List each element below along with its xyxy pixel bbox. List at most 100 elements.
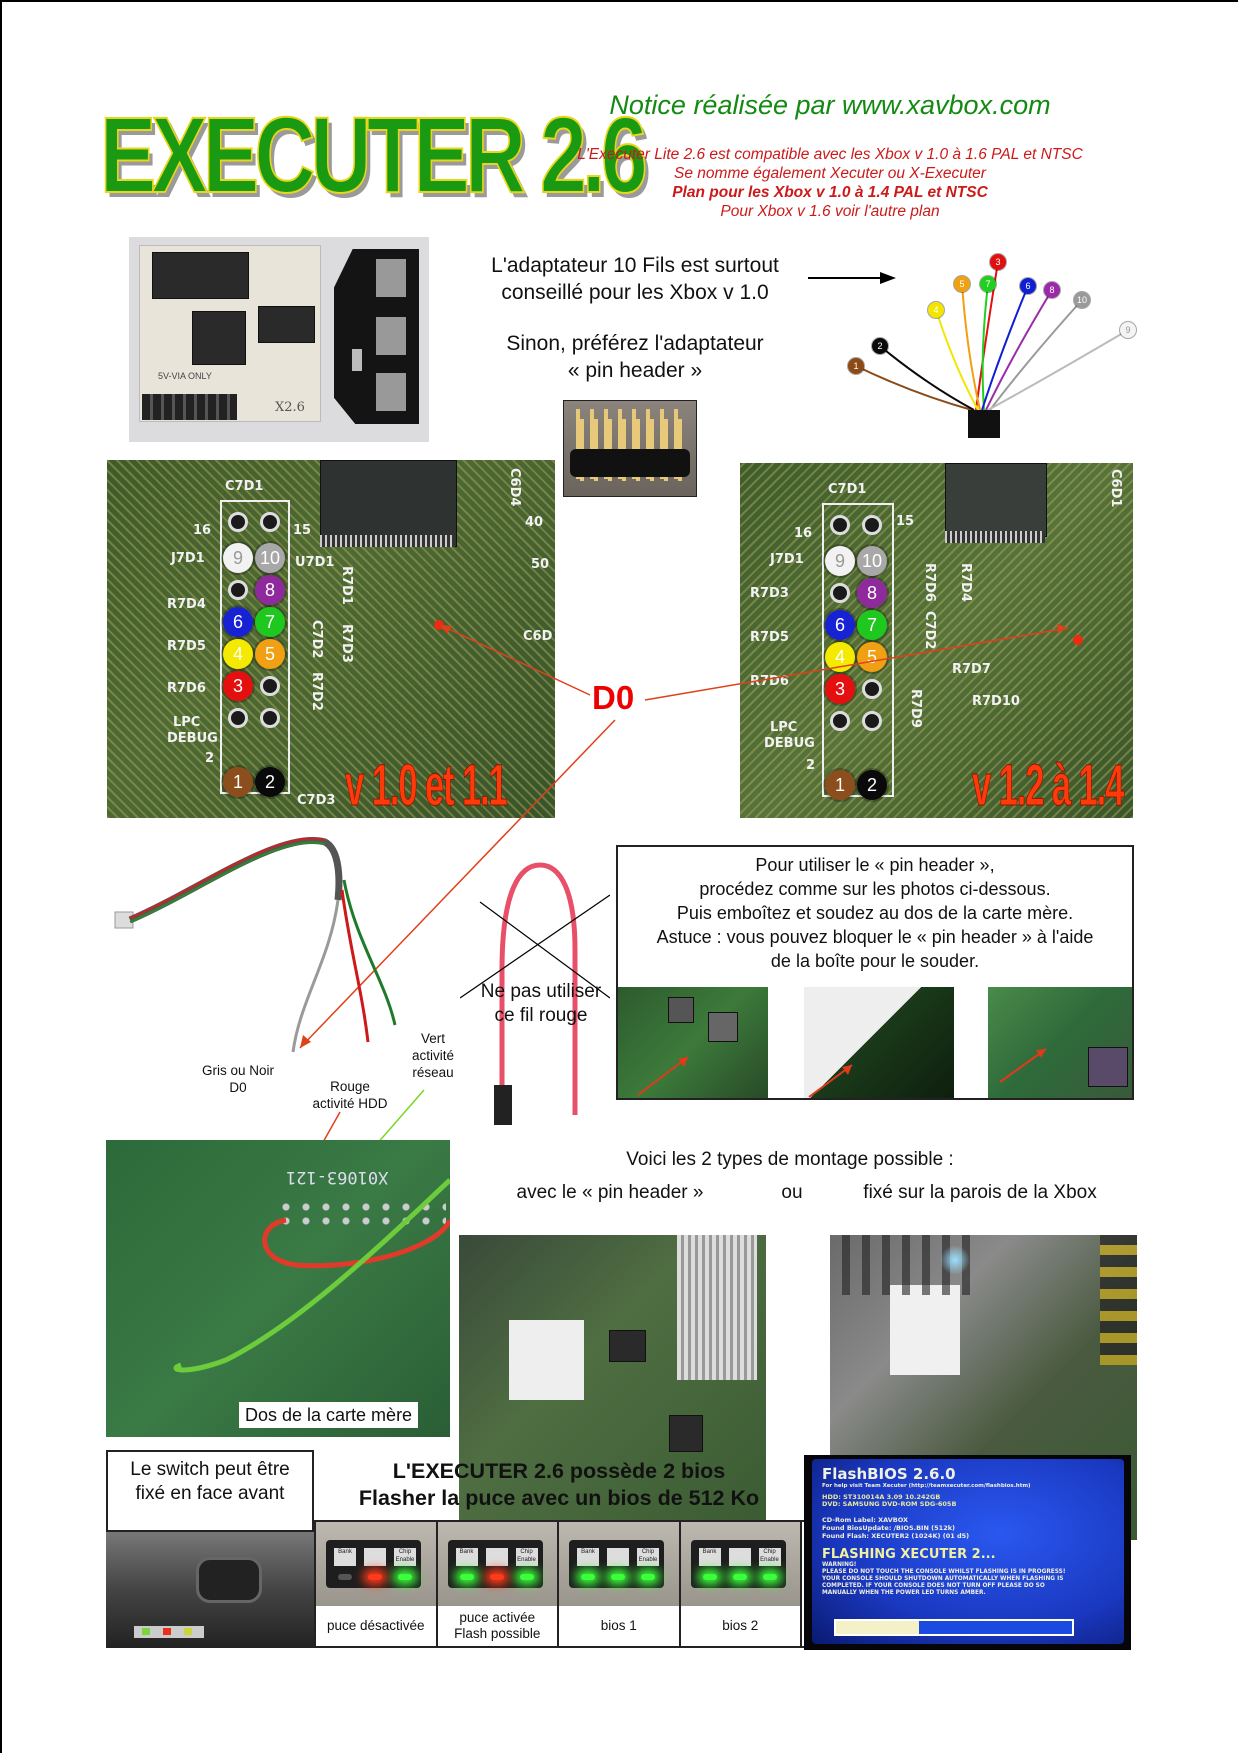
header-pin bbox=[632, 409, 636, 479]
pin-header-line-2: « pin header » bbox=[567, 359, 703, 382]
silkscreen-label: C7D1 bbox=[225, 479, 264, 494]
pin-6: 6 bbox=[223, 607, 253, 637]
bios-switch: Bank bbox=[698, 1548, 721, 1566]
bios-switch: Bank bbox=[334, 1548, 356, 1566]
pin-9: 9 bbox=[223, 543, 253, 573]
silkscreen-label: R7D4 bbox=[167, 597, 206, 612]
instruction-line-3: Puis emboîtez et soudez au dos de la car… bbox=[676, 903, 1074, 923]
wire-1 bbox=[855, 365, 973, 411]
flash-found: Found Flash: XECUTER2 (1024K) (01 d5) bbox=[822, 1531, 970, 1540]
bios-switch bbox=[485, 1548, 508, 1566]
wire-7 bbox=[981, 283, 989, 411]
flash-help: For help visit Team Xecuter (http://team… bbox=[822, 1483, 1031, 1489]
instruction-photo-3 bbox=[988, 987, 1132, 1098]
empty-hole bbox=[830, 583, 850, 603]
pin-8: 8 bbox=[255, 575, 285, 605]
silkscreen-label: R7D6 bbox=[922, 563, 937, 602]
mounting-or: ou bbox=[781, 1182, 803, 1203]
pin-frame bbox=[220, 500, 290, 794]
green-wire-label: Vert activité réseau bbox=[404, 1030, 462, 1081]
pin-3: 3 bbox=[825, 674, 855, 704]
bios-switch bbox=[607, 1548, 629, 1566]
intro-line-other: Pour Xbox v 1.6 voir l'autre plan bbox=[720, 203, 940, 220]
flash-warning: WARNING!PLEASE DO NOT TOUCH THE CONSOLE … bbox=[822, 1562, 1114, 1597]
flash-warning-line: COMPLETED. IF YOUR CONSOLE DOES NOT TURN… bbox=[822, 1583, 1045, 1590]
executer-cable bbox=[114, 837, 397, 1053]
pin-5: 5 bbox=[255, 639, 285, 669]
pin-2: 2 bbox=[255, 767, 285, 797]
silkscreen-label: R7D2 bbox=[309, 672, 324, 711]
bios-switch: Chip Enable bbox=[637, 1548, 659, 1566]
ten-wire-note: L'adaptateur 10 Fils est surtout conseil… bbox=[470, 252, 800, 306]
pin-4: 4 bbox=[825, 642, 855, 672]
empty-hole bbox=[260, 676, 280, 696]
instruction-photo-2 bbox=[804, 987, 954, 1098]
silkscreen-label: U7D1 bbox=[295, 555, 335, 570]
pin-10: 10 bbox=[857, 546, 887, 576]
silkscreen-label: 2 bbox=[806, 758, 816, 773]
header-pin bbox=[660, 409, 664, 479]
empty-hole bbox=[862, 679, 882, 699]
wire-tag-3: 3 bbox=[990, 254, 1006, 270]
pin-3: 3 bbox=[223, 671, 253, 701]
flash-title: FlashBIOS 2.6.0 bbox=[822, 1465, 956, 1483]
flash-warning-line: WARNING! bbox=[822, 1562, 857, 1569]
document-title: EXECUTER 2.6 bbox=[99, 94, 648, 216]
silkscreen-label: C7D3 bbox=[297, 793, 336, 808]
d0-label: D0 bbox=[592, 679, 635, 716]
bios-switch: Chip Enable bbox=[758, 1548, 781, 1566]
pin-1: 1 bbox=[825, 770, 855, 800]
led-off bbox=[338, 1574, 352, 1580]
red-wire-warning: Ne pas utiliser ce fil rouge bbox=[468, 980, 614, 1028]
pin-header-note: Sinon, préférez l'adaptateur « pin heade… bbox=[470, 330, 800, 384]
instruction-photo-1 bbox=[618, 987, 768, 1098]
silkscreen-label: 2 bbox=[205, 751, 215, 766]
wire-tag-6: 6 bbox=[1020, 278, 1036, 294]
led-green bbox=[459, 1574, 474, 1580]
pin-10: 10 bbox=[255, 543, 285, 573]
pin-4: 4 bbox=[223, 639, 253, 669]
green-wire-function-2: réseau bbox=[412, 1065, 454, 1080]
silkscreen-label: 50 bbox=[531, 557, 550, 572]
wire-5 bbox=[961, 283, 981, 411]
intro-line-names: Se nomme également Xecuter ou X-Executer bbox=[674, 165, 986, 182]
flash-bios-update: Found BiosUpdate: /BIOS.BIN (512k) bbox=[822, 1523, 956, 1532]
flash-dvd: DVD: SAMSUNG DVD-ROM SDG-605B bbox=[822, 1500, 957, 1509]
wire-2 bbox=[879, 345, 975, 411]
wire-tag-1: 1 bbox=[848, 358, 864, 374]
pin-header-photo bbox=[563, 400, 697, 497]
wire-tag-9: 9 bbox=[1120, 322, 1136, 338]
intro-text: L'Executer Lite 2.6 est compatible avec … bbox=[540, 145, 1120, 221]
back-board-caption: Dos de la carte mère bbox=[239, 1402, 419, 1428]
silkscreen-label: R7D10 bbox=[972, 694, 1020, 709]
header-pin bbox=[604, 409, 608, 479]
chip-photo: 5V-VIA ONLY X2.6 bbox=[129, 237, 429, 442]
board-text: 5V-VIA ONLY bbox=[158, 371, 212, 381]
pin-5: 5 bbox=[857, 642, 887, 672]
red-wire-function: activité HDD bbox=[312, 1096, 388, 1111]
header-pin bbox=[646, 409, 650, 479]
silkscreen-label: C6D bbox=[523, 629, 553, 644]
flash-warning-line: MANUALLY WHEN THE POWER LED TURNS AMBER. bbox=[822, 1589, 986, 1596]
pin-9: 9 bbox=[825, 546, 855, 576]
pin-7: 7 bbox=[255, 607, 285, 637]
header-pin bbox=[576, 409, 580, 479]
bios-state-photo: Bank Chip Enable bbox=[680, 1522, 800, 1606]
wire-10 bbox=[989, 299, 1083, 411]
red-wire-label: Rouge activité HDD bbox=[300, 1078, 400, 1112]
bios-title: L'EXECUTER 2.6 possède 2 bios Flasher la… bbox=[314, 1458, 804, 1512]
gray-wire-label: Gris ou Noir D0 bbox=[188, 1062, 288, 1096]
silkscreen-label: 15 bbox=[293, 523, 312, 538]
bios-state-label: bios 1 bbox=[600, 1618, 637, 1633]
front-switch-photo bbox=[106, 1532, 314, 1648]
silkscreen-label: 15 bbox=[896, 514, 915, 529]
silkscreen-label: LPC bbox=[173, 715, 201, 730]
empty-hole bbox=[862, 711, 882, 731]
led-green bbox=[611, 1574, 625, 1580]
flashbios-screen: FlashBIOS 2.6.0 For help visit Team Xecu… bbox=[812, 1459, 1124, 1644]
bios-switch: Bank bbox=[577, 1548, 599, 1566]
flash-hdd: HDD: ST310014A 3.09 10.242GB bbox=[822, 1492, 941, 1501]
wire-tag-5: 5 bbox=[954, 276, 970, 292]
